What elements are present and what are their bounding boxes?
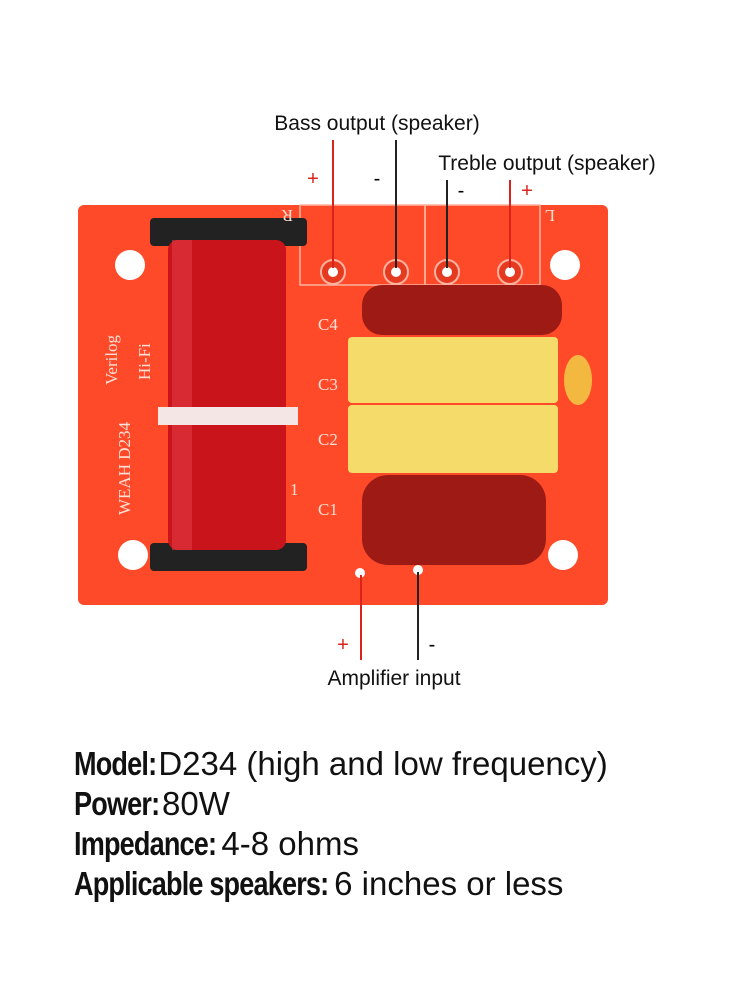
treble-plus-sign: + — [521, 180, 533, 202]
treble-output-label: Treble output (speaker) — [438, 152, 656, 175]
terminals — [320, 259, 523, 285]
bass-plus-sign: + — [307, 168, 319, 190]
bass-output-label: Bass output (speaker) — [274, 112, 480, 135]
spec-applicable-speakers: Applicable speakers:6 inches or less — [74, 865, 563, 903]
spec-label: Model: — [74, 745, 157, 782]
cap-label-c1: C1 — [318, 500, 338, 519]
inductor-coil — [150, 218, 307, 571]
spec-value: 6 inches or less — [334, 865, 564, 902]
input-plus-sign: + — [337, 634, 349, 656]
input-minus-sign: - — [428, 634, 436, 656]
board-model: WEAH D234 — [115, 421, 134, 515]
coil-mark: 1 — [290, 480, 299, 499]
spec-impedance: Impedance:4-8 ohms — [74, 825, 359, 863]
cap-label-c4: C4 — [318, 315, 338, 334]
pointer-lines — [332, 140, 511, 660]
spec-label: Applicable speakers: — [74, 865, 329, 902]
cap-label-c3: C3 — [318, 375, 338, 394]
treble-minus-sign: - — [457, 180, 465, 202]
spec-model: Model:D234 (high and low frequency) — [74, 745, 608, 783]
board-hifi: Hi-Fi — [135, 343, 154, 380]
board-l-mark: L — [545, 206, 555, 225]
mounting-holes — [115, 250, 580, 578]
capacitors — [348, 285, 592, 565]
spec-value: D234 (high and low frequency) — [158, 745, 608, 782]
spec-value: 80W — [162, 785, 230, 822]
spec-label: Impedance: — [74, 825, 217, 862]
cap-label-c2: C2 — [318, 430, 338, 449]
amplifier-input-label: Amplifier input — [327, 667, 461, 690]
spec-power: Power:80W — [74, 785, 230, 823]
board-r-mark: R — [281, 206, 293, 225]
spec-label: Power: — [74, 785, 160, 822]
bass-minus-sign: - — [373, 168, 381, 190]
board-brand: Verilog — [102, 334, 121, 385]
spec-value: 4-8 ohms — [221, 825, 359, 862]
